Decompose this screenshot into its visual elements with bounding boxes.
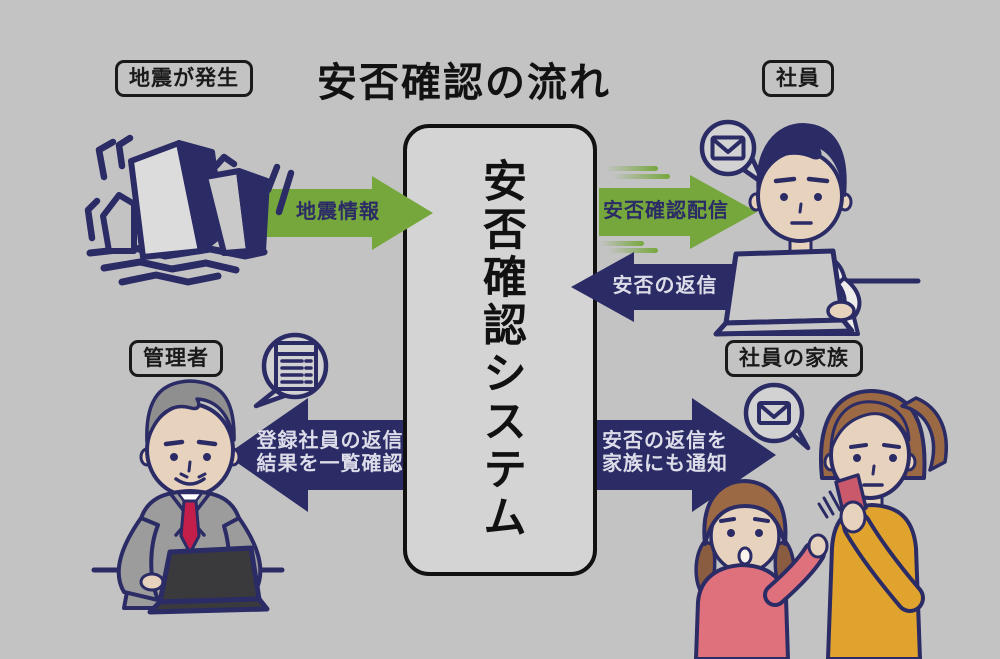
arrow-label-family-notify: 安否の返信を 家族にも通知	[595, 430, 735, 476]
manager-illustration	[91, 332, 329, 615]
employee-hair	[756, 123, 847, 199]
mother-bangs	[829, 400, 911, 452]
arrow-label-safety-reply: 安否の返信	[612, 275, 718, 297]
mail-bubble-family	[743, 382, 811, 451]
manager-tie	[179, 499, 201, 555]
earthquake-buildings-illustration	[84, 134, 295, 286]
arrow-label-line2: 家族にも通知	[602, 453, 728, 475]
arrow-label-earthquake-info: 地震情報	[296, 201, 380, 223]
speed-lines	[600, 166, 670, 253]
phone-motion-lines-icon	[817, 490, 842, 519]
label-manager: 管理者	[129, 340, 223, 378]
girl-illustration	[694, 479, 829, 659]
arrow-label-line1: 登録社員の返信	[256, 430, 404, 452]
arrow-safety-delivery	[599, 175, 757, 249]
girl-hair	[702, 479, 788, 546]
arrow-manager-check	[226, 398, 403, 512]
list-bubble-manager	[253, 332, 329, 409]
page-title: 安否確認の流れ	[317, 61, 611, 105]
label-family: 社員の家族	[725, 340, 863, 378]
manager-laptop	[147, 545, 270, 615]
arrow-safety-reply	[571, 252, 742, 322]
arrow-earthquake-info	[255, 176, 433, 250]
label-earthquake: 地震が発生	[115, 60, 253, 98]
label-employee: 社員	[762, 60, 834, 98]
list-icon	[274, 341, 318, 391]
system-box: 安否確認システム	[403, 124, 597, 576]
employee-laptop	[713, 248, 855, 337]
arrow-label-manager-check: 登録社員の返信 結果を一覧確認	[252, 430, 408, 476]
shake-lines-icon	[84, 134, 295, 242]
system-box-label: 安否確認システム	[476, 158, 525, 542]
mail-icon	[757, 401, 791, 425]
arrow-label-line1: 安否の返信を	[602, 430, 728, 452]
employee-illustration	[699, 119, 921, 337]
arrow-label-line2: 結果を一覧確認	[256, 453, 404, 475]
girl-top	[694, 563, 790, 659]
mail-icon	[710, 135, 746, 161]
arrow-label-safety-delivery: 安否確認配信	[603, 200, 729, 222]
mail-bubble-employee	[699, 119, 767, 187]
manager-hair	[145, 379, 236, 444]
family-illustration	[694, 382, 948, 659]
